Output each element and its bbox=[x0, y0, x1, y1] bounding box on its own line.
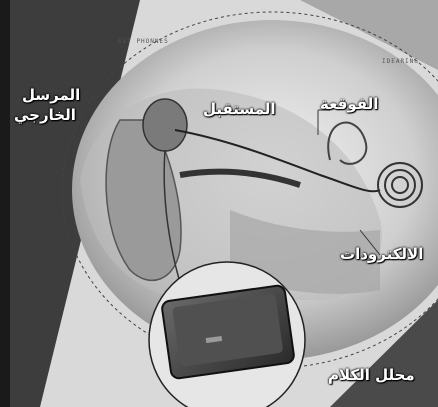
label-receiver: المستقبل bbox=[203, 100, 276, 118]
label-cochlea: القوقعة bbox=[320, 95, 378, 113]
left-edge-strip bbox=[0, 0, 10, 407]
label-external-transmitter-line2: الخارجي bbox=[14, 106, 76, 124]
faint-label-top-left: EXT PHONNES bbox=[118, 38, 169, 45]
label-speech-processor: محلل الكلام bbox=[328, 366, 415, 384]
label-external-transmitter-line1: المرسل bbox=[22, 86, 80, 104]
label-electrodes: الالكترودات bbox=[340, 245, 423, 263]
speech-processor-device bbox=[161, 285, 295, 379]
faint-label-top-right: IDEARING bbox=[382, 58, 419, 65]
transmitter-coil bbox=[143, 99, 187, 151]
